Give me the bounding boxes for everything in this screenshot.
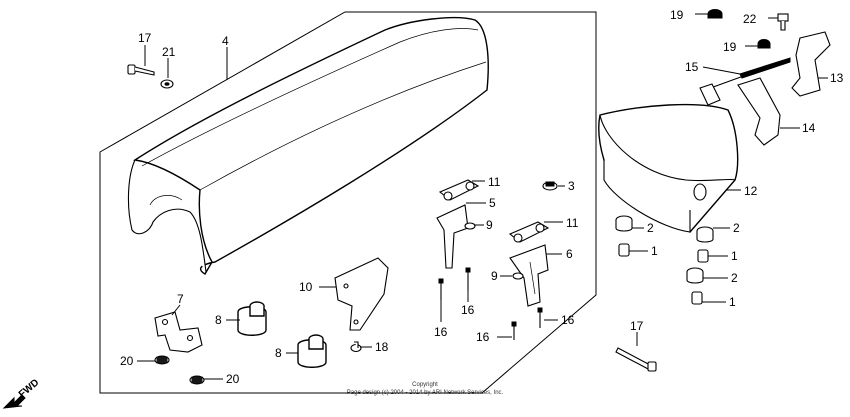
- bolt-16-part-3[interactable]: [511, 321, 517, 340]
- copyright-line-2: Page design (c) 2004 - 2014 by ARI Netwo…: [347, 390, 504, 396]
- leader-lines: [137, 13, 828, 380]
- callout-11-top: 11: [488, 175, 501, 189]
- collar-part[interactable]: [464, 222, 476, 230]
- callout-1-left: 1: [651, 244, 658, 258]
- callout-17-bottom: 17: [630, 319, 644, 333]
- callout-20-left: 20: [120, 354, 134, 368]
- callout-1-lower: 1: [729, 295, 736, 309]
- callout-3: 3: [568, 179, 575, 193]
- callout-18: 18: [375, 340, 389, 354]
- callout-8-top: 8: [215, 313, 222, 327]
- callout-2-left: 2: [647, 221, 654, 235]
- hook-part[interactable]: [737, 77, 781, 146]
- bolt-16-part-4[interactable]: [537, 307, 543, 328]
- washer-part[interactable]: [160, 79, 174, 89]
- collar-part-2[interactable]: [512, 272, 524, 280]
- bolt-17-part[interactable]: [615, 347, 657, 372]
- strap-part[interactable]: [699, 57, 791, 106]
- callout-6: 6: [566, 247, 573, 261]
- callout-8-bottom: 8: [275, 346, 282, 360]
- nut-3-part[interactable]: [542, 181, 558, 191]
- callout-11-mid: 11: [566, 216, 579, 230]
- callout-9-top: 9: [486, 218, 493, 232]
- callout-10: 10: [299, 280, 313, 294]
- callout-12: 12: [744, 184, 758, 198]
- callout-4: 4: [222, 34, 229, 48]
- callout-16-left: 16: [434, 325, 448, 339]
- bracket-6-part[interactable]: [509, 244, 549, 307]
- bolt-16-part[interactable]: [438, 278, 444, 300]
- diagram-frame: [99, 11, 597, 394]
- callout-7: 7: [177, 292, 184, 306]
- bolt-16-part-2[interactable]: [465, 267, 471, 290]
- callout-9-bottom: 9: [491, 269, 498, 283]
- callout-13: 13: [830, 71, 844, 85]
- bolt-part[interactable]: [127, 64, 155, 76]
- callout-19-top: 19: [670, 8, 684, 22]
- bolt-22-part[interactable]: [777, 13, 789, 31]
- bracket-5-part[interactable]: [436, 204, 469, 269]
- callout-17-top: 17: [138, 31, 152, 45]
- seat-part[interactable]: [127, 16, 489, 275]
- hinge-part[interactable]: [438, 179, 480, 201]
- fwd-indicator: FWD: [2, 377, 42, 409]
- callout-labels: 17 21 4 19 22 19 15 13 14 11 3 5 9 11 12…: [120, 8, 844, 386]
- callout-20-bottom: 20: [226, 372, 240, 386]
- cap-19-part-2[interactable]: [757, 39, 771, 49]
- stay-part[interactable]: [334, 257, 389, 331]
- collar-1-part[interactable]: [618, 243, 630, 257]
- rubber-part[interactable]: [615, 215, 633, 232]
- callout-1-right: 1: [731, 249, 738, 263]
- nut-part-2[interactable]: [189, 375, 205, 385]
- callout-16-bottom: 16: [476, 330, 490, 344]
- cushion-part[interactable]: [237, 301, 267, 336]
- cap-19-part[interactable]: [707, 9, 723, 19]
- callout-2-right: 2: [733, 221, 740, 235]
- collar-1-part-2[interactable]: [697, 249, 709, 263]
- callout-16-mid: 16: [461, 303, 475, 317]
- rubber-part-3[interactable]: [686, 267, 704, 284]
- callout-21: 21: [162, 45, 176, 59]
- callout-15: 15: [685, 60, 699, 74]
- copyright-line-1: Copyright: [412, 382, 438, 388]
- callout-14: 14: [802, 121, 816, 135]
- fwd-arrow-icon: [2, 394, 26, 409]
- collar-1-part-3[interactable]: [691, 291, 703, 305]
- bracket-part[interactable]: [154, 311, 203, 353]
- fwd-label: FWD: [17, 377, 42, 400]
- cushion-part-2[interactable]: [297, 334, 327, 368]
- copyright-notice: Copyright Page design (c) 2004 - 2014 by…: [347, 382, 504, 396]
- screw-part[interactable]: [350, 341, 362, 353]
- callout-5: 5: [489, 196, 496, 210]
- callout-19-mid: 19: [723, 40, 737, 54]
- hinge-part-2[interactable]: [508, 221, 550, 243]
- catch-part[interactable]: [791, 31, 831, 97]
- nut-part[interactable]: [154, 355, 170, 365]
- rubber-part-2[interactable]: [696, 226, 714, 243]
- callout-16-right: 16: [561, 313, 575, 327]
- tail-seat-part[interactable]: [598, 103, 739, 233]
- callout-2-lower: 2: [731, 271, 738, 285]
- callout-22: 22: [743, 12, 757, 26]
